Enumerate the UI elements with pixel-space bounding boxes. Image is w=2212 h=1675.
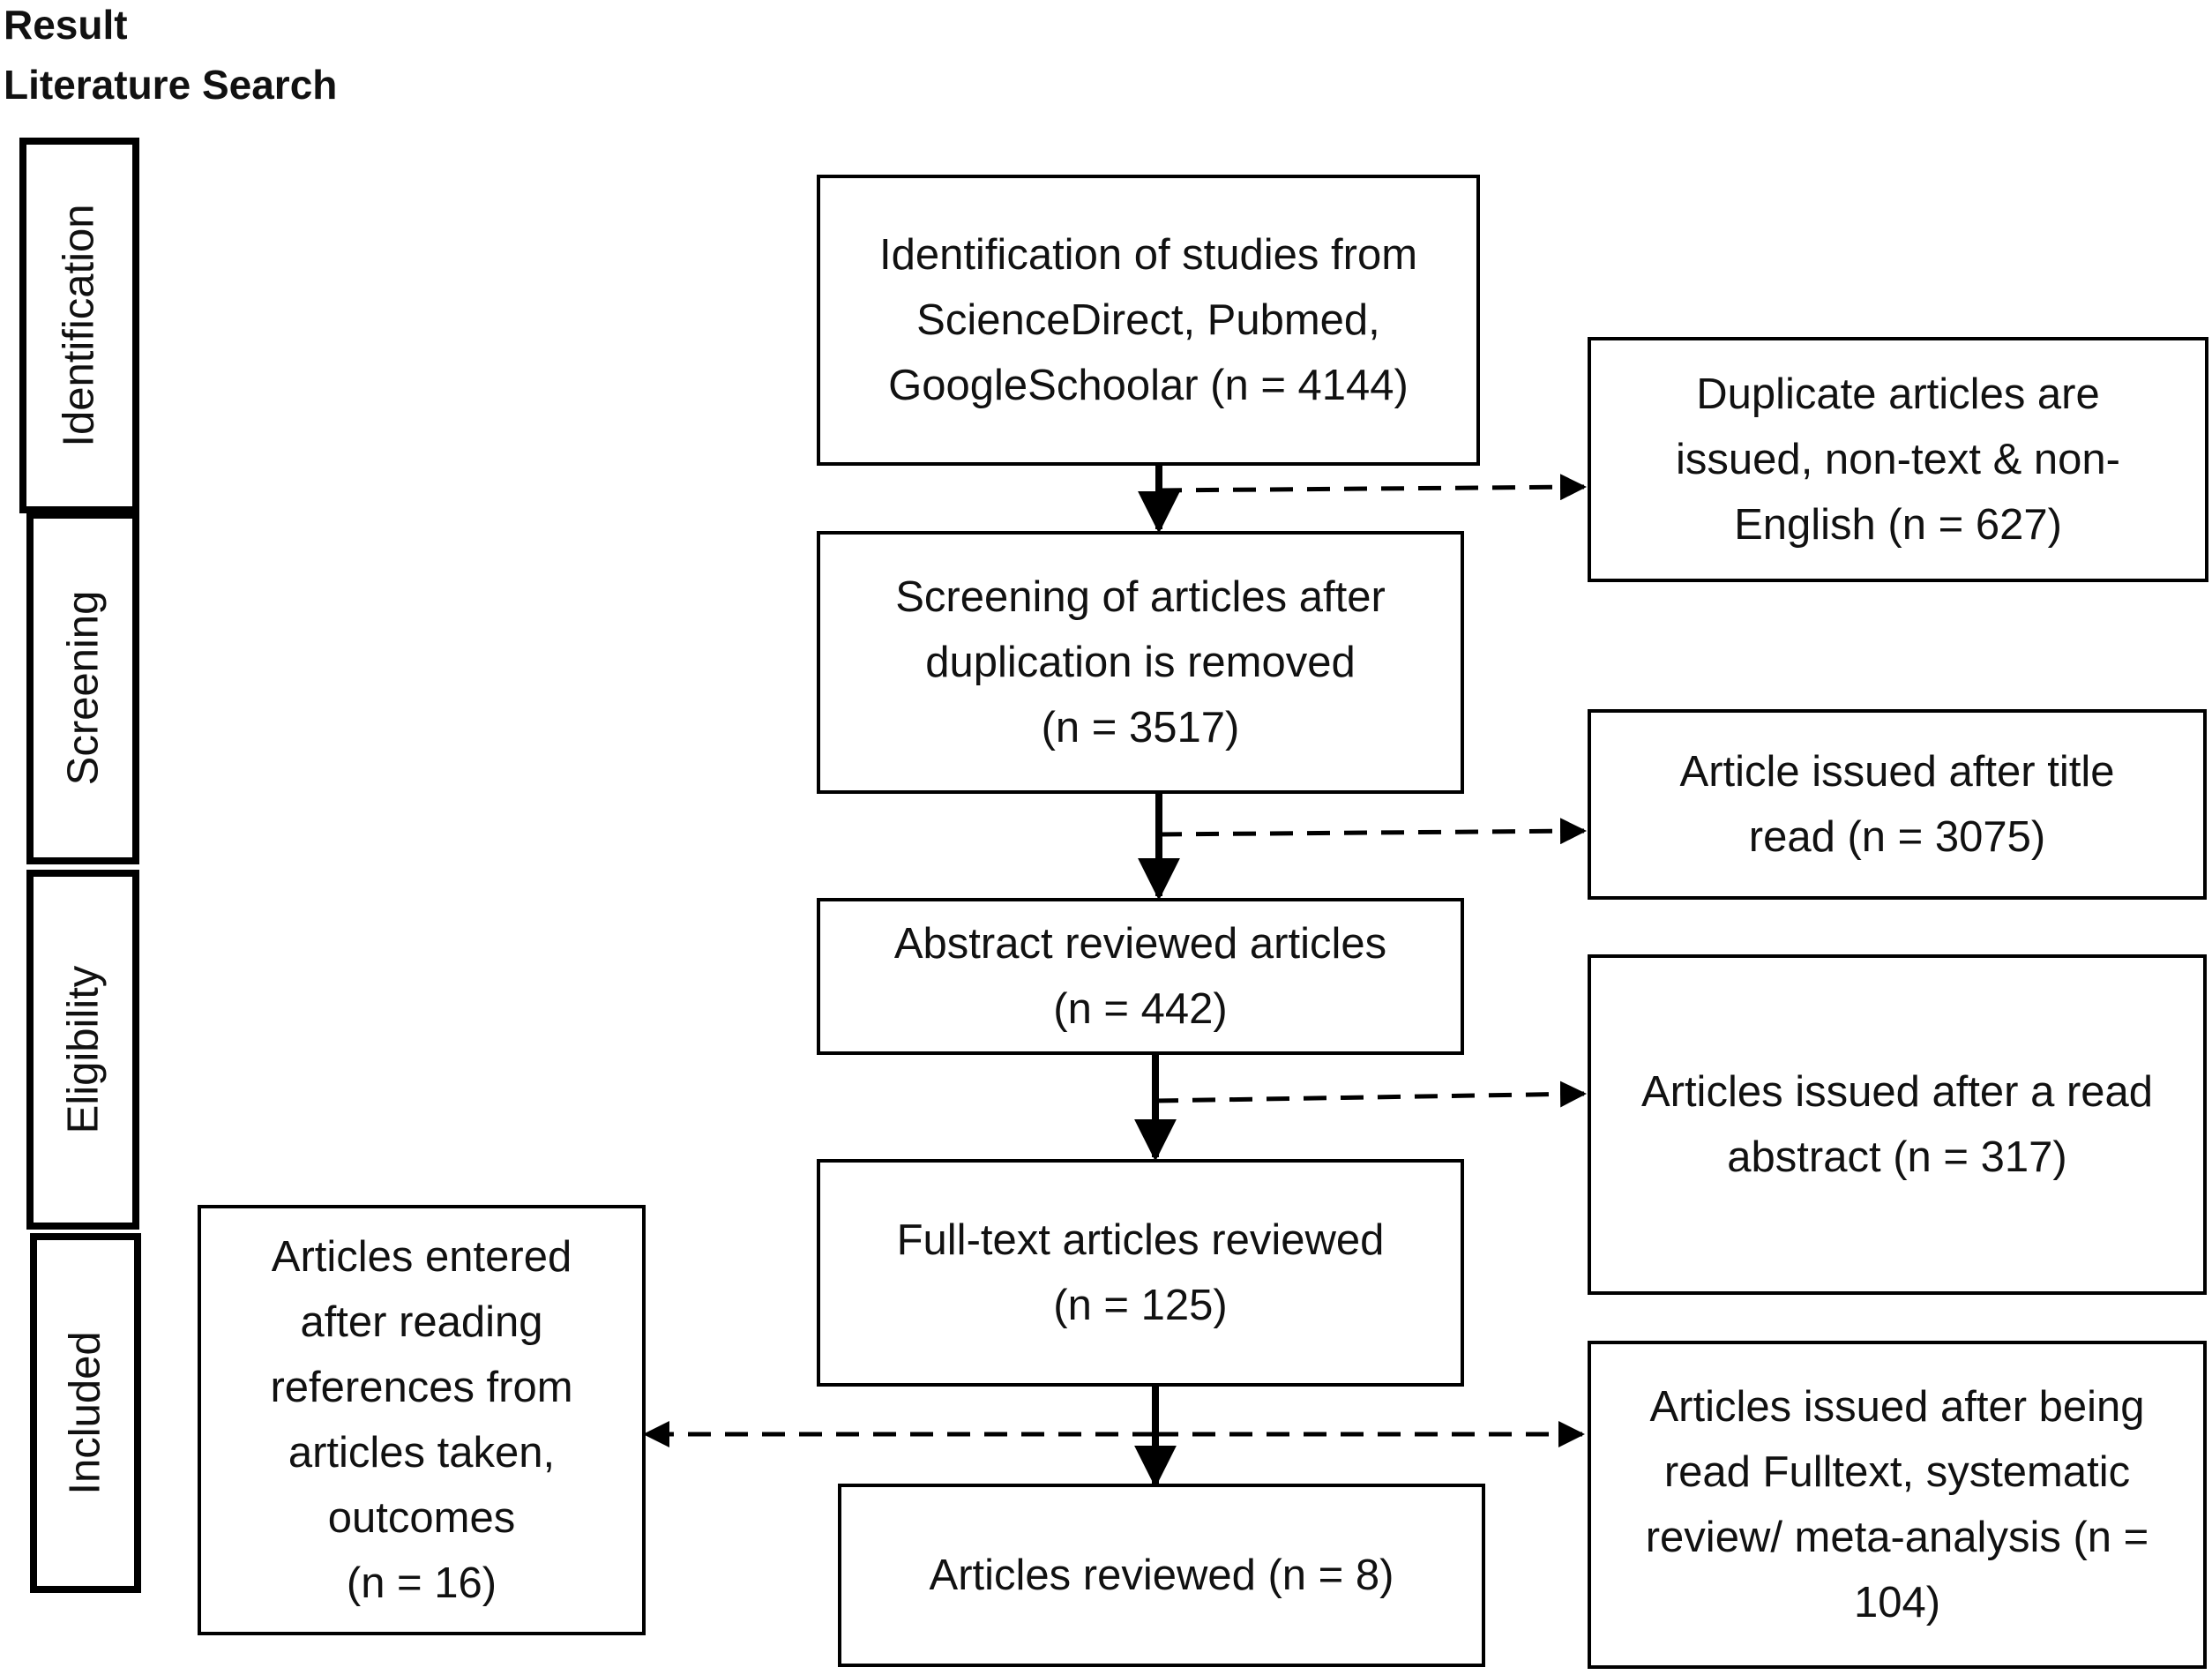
box-articles-reviewed: Articles reviewed (n = 8): [838, 1484, 1485, 1667]
box-abstract-excluded-text: Articles issued after a read abstract (n…: [1640, 1068, 2154, 1181]
box-fulltext-excluded: Articles issued after being read Fulltex…: [1588, 1341, 2207, 1669]
box-fulltext-reviewed-text: Full-text articles reviewed (n = 125): [896, 1216, 1385, 1329]
stage-included: Included: [30, 1233, 141, 1593]
stage-identification: Identification: [19, 138, 139, 513]
stage-screening: Screening: [26, 512, 139, 864]
box-title-excluded-text: Article issued after title read (n = 307…: [1679, 748, 2115, 861]
box-references-added: Articles entered after reading reference…: [198, 1205, 646, 1635]
box-duplicates-removed: Duplicate articles are issued, non-text …: [1588, 337, 2208, 582]
dashed-arrow-abstract: [1155, 1081, 1587, 1108]
box-abstract-excluded: Articles issued after a read abstract (n…: [1588, 954, 2207, 1295]
page-title-result: Result: [4, 2, 128, 48]
box-title-excluded: Article issued after title read (n = 307…: [1588, 709, 2207, 900]
stage-eligibility: Eligibility: [26, 870, 139, 1230]
box-screening-articles: Screening of articles after duplication …: [817, 531, 1464, 794]
box-duplicates-removed-text: Duplicate articles are issued, non-text …: [1676, 370, 2120, 549]
box-identification-studies: Identification of studies from ScienceDi…: [817, 175, 1480, 466]
box-abstract-reviewed-text: Abstract reviewed articles (n = 442): [893, 920, 1387, 1033]
box-identification-studies-text: Identification of studies from ScienceDi…: [878, 231, 1418, 409]
box-screening-articles-text: Screening of articles after duplication …: [895, 573, 1386, 752]
box-references-added-text: Articles entered after reading reference…: [270, 1233, 573, 1607]
page-title-literature-search: Literature Search: [4, 62, 338, 108]
dashed-arrow-duplicates: [1158, 474, 1587, 501]
box-fulltext-reviewed: Full-text articles reviewed (n = 125): [817, 1159, 1464, 1387]
box-abstract-reviewed: Abstract reviewed articles (n = 442): [817, 898, 1464, 1055]
box-articles-reviewed-text: Articles reviewed (n = 8): [929, 1552, 1394, 1599]
dashed-arrow-title: [1158, 818, 1587, 845]
box-fulltext-excluded-text: Articles issued after being read Fulltex…: [1645, 1383, 2149, 1626]
